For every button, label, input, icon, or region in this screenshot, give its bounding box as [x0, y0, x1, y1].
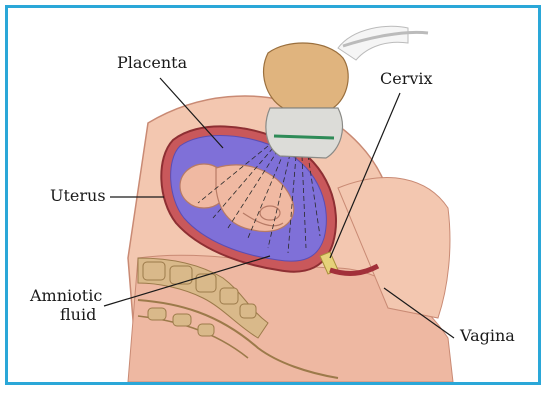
diagram-frame: Placenta Cervix Uterus Amniotic fluid Va…: [5, 5, 541, 385]
label-uterus: Uterus: [50, 187, 106, 205]
hand: [264, 43, 349, 108]
label-amniotic-fluid-line2: fluid: [60, 306, 96, 324]
label-amniotic-fluid-line1: Amniotic: [30, 287, 102, 305]
label-vagina: Vagina: [460, 327, 515, 345]
label-cervix: Cervix: [380, 70, 433, 88]
label-placenta: Placenta: [117, 54, 187, 72]
